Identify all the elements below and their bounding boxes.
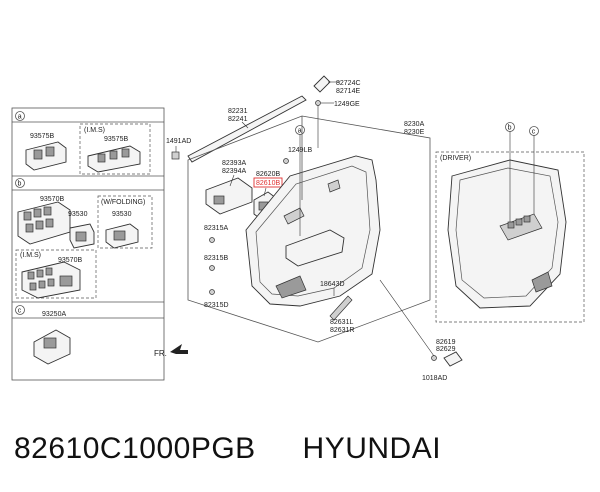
fastener-82315A	[209, 237, 215, 243]
part-number: 82610C1000PGB	[14, 432, 256, 465]
pull-handle-bracket	[205, 177, 253, 215]
callout-b-text: b	[508, 125, 512, 132]
legend-c-tag: c	[18, 308, 22, 315]
label-82393A: 82393A	[222, 160, 246, 167]
front-arrow-icon	[170, 344, 188, 354]
legend-a-tag: a	[18, 114, 22, 121]
label-82231: 82231	[228, 108, 248, 115]
switch-93570B-ims	[21, 261, 81, 299]
label-82631L: 82631L	[330, 319, 353, 326]
callout-c-text: c	[532, 129, 536, 136]
front-direction-indicator: FR.	[154, 344, 188, 358]
clip-1491AD	[171, 151, 180, 160]
switch-93575B-ims	[87, 145, 141, 173]
screw-1249LB	[283, 158, 289, 164]
legend-a-ims-title: (I.M.S)	[84, 127, 105, 134]
label-1249GE: 1249GE	[334, 101, 360, 108]
label-82241: 82241	[228, 116, 248, 123]
highlight-box	[253, 177, 283, 188]
label-82315A: 82315A	[204, 225, 228, 232]
label-82315B: 82315B	[204, 255, 228, 262]
label-driver: (DRIVER)	[440, 155, 471, 162]
screw-1018AD	[431, 355, 437, 361]
screw-1249GE	[315, 100, 321, 106]
label-1018AD: 1018AD	[422, 375, 447, 382]
parts-diagram: a 93575B (I.M.S) 93575B b 93570B	[11, 75, 585, 382]
legend-b-folding-title: (W/FOLDING)	[101, 199, 145, 206]
label-fr: FR.	[154, 349, 167, 358]
legend-b-ims-part: 93570B	[58, 257, 82, 264]
trim-perspective-box	[187, 115, 431, 343]
legend-b-tag: b	[18, 181, 22, 188]
label-82394A: 82394A	[222, 168, 246, 175]
switch-93575B	[25, 141, 67, 171]
belt-moulding	[187, 95, 307, 163]
fastener-82315D	[209, 289, 215, 295]
legend-panel: a 93575B (I.M.S) 93575B b 93570B	[11, 107, 165, 381]
cap-82619	[443, 351, 463, 367]
label-82629: 82629	[436, 346, 456, 353]
legend-b-marker	[15, 178, 25, 188]
label-82610B: 82610B	[256, 180, 280, 187]
trim-cap	[313, 75, 331, 93]
legend-a-label: 93575B	[30, 133, 54, 140]
legend-c-label: 93250A	[42, 311, 66, 318]
legend-a-ims-label: 93575B	[104, 136, 128, 143]
legend-b-folding-part: 93530	[112, 211, 132, 218]
label-18643D: 18643D	[320, 281, 345, 288]
label-82315D: 82315D	[204, 302, 229, 309]
brand-name: HYUNDAI	[302, 432, 442, 465]
legend-b-ims-title: (I.M.S)	[20, 252, 41, 259]
part-caption: 82610C1000PGB HYUNDAI	[14, 432, 441, 466]
fastener-82315B	[209, 265, 215, 271]
switch-93570B	[17, 201, 71, 245]
switch-93530	[69, 223, 95, 249]
label-82620B: 82620B	[256, 171, 280, 178]
label-8230E: 8230E	[404, 129, 425, 136]
reflector-82631	[329, 295, 353, 321]
label-82714E: 82714E	[336, 88, 360, 95]
legend-b-part1: 93570B	[40, 196, 64, 203]
legend-b-part2: 93530	[68, 211, 88, 218]
legend-a-marker	[15, 111, 25, 121]
label-82631R: 82631R	[330, 327, 355, 334]
label-8230A: 8230A	[404, 121, 425, 128]
label-82724C: 82724C	[336, 80, 361, 87]
callout-a-text: a	[298, 128, 302, 135]
label-82619: 82619	[436, 339, 456, 346]
switch-93530-folding	[105, 223, 139, 249]
switch-93250A	[33, 329, 71, 365]
door-trim-panel	[245, 155, 381, 307]
label-1491AD: 1491AD	[166, 138, 191, 145]
legend-c-marker	[15, 305, 25, 315]
